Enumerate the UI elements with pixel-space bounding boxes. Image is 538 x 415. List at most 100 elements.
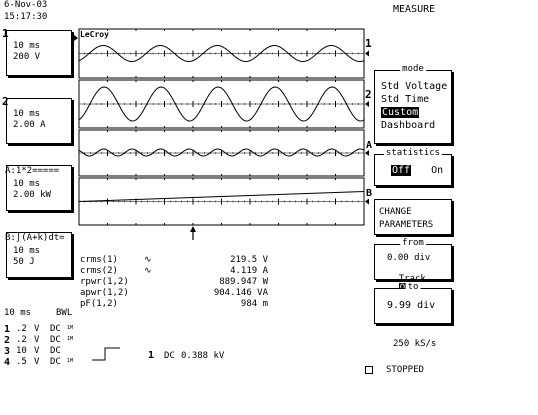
- trace-level-arrow: [365, 101, 369, 107]
- ch-volts: .5: [16, 357, 27, 367]
- measurement-label: pF(1,2): [80, 299, 118, 309]
- trigger-point-arrow: [190, 226, 196, 232]
- ch-number: 1: [4, 324, 11, 335]
- change-parameters-line-2: PARAMETERS: [379, 220, 434, 230]
- channel-2-marker: 2: [2, 95, 9, 108]
- channel-1-marker: 1: [2, 27, 9, 40]
- statistics-on-option[interactable]: On: [431, 165, 444, 176]
- statistics-panel-label: statistics: [383, 148, 443, 158]
- from-value: 0.00 div: [387, 253, 431, 263]
- ch-volts: .2: [16, 324, 27, 334]
- trace-level-arrow: [365, 50, 369, 57]
- trace-marker-b: B: [366, 188, 373, 199]
- statistics-off-option[interactable]: Off: [391, 165, 412, 176]
- measurement-value: 889.947 W: [219, 277, 268, 287]
- measurement-row: rpwr(1,2) 889.947 W: [80, 277, 268, 288]
- trigger-coupling: DC: [164, 351, 175, 361]
- math-a-timebase: 10 ms: [13, 179, 41, 189]
- mode-std-voltage[interactable]: Std Voltage: [381, 81, 448, 92]
- ch-unit: V: [34, 324, 40, 334]
- measurement-row: crms(1) ∿ 219.5 V: [80, 255, 268, 266]
- trigger-level: 0.388 kV: [181, 351, 225, 361]
- ch-number: 4: [4, 357, 11, 368]
- statistics-panel[interactable]: statistics Off On: [374, 149, 452, 186]
- ch-volts: .2: [16, 335, 27, 345]
- mode-panel[interactable]: mode Std Voltage Std Time Custom Dashboa…: [374, 65, 452, 144]
- channel-1-box[interactable]: 1 10 ms 200 V: [2, 28, 72, 76]
- date-readout: 6-Nov-03: [4, 0, 48, 10]
- measurement-label: apwr(1,2): [80, 288, 129, 298]
- math-a-box[interactable]: A:1*2===== 10 ms 2.00 kW: [5, 165, 72, 211]
- mode-dashboard[interactable]: Dashboard: [381, 120, 436, 131]
- channel-1-scale: 200 V: [13, 52, 41, 62]
- from-panel[interactable]: from 0.00 div Track Off On: [374, 239, 452, 302]
- trace-marker-a: A: [366, 140, 373, 151]
- measurement-label: rpwr(1,2): [80, 277, 129, 287]
- measurement-row: crms(2) ∿ 4.119 A: [80, 266, 268, 277]
- brand-logo: LeCroy: [80, 30, 109, 39]
- trace-a-waveform: [78, 148, 365, 157]
- trace-marker-1: 1: [365, 37, 372, 50]
- math-b-timebase: 10 ms: [13, 246, 41, 256]
- trigger-edge-icon: [92, 347, 120, 361]
- change-parameters-line-1: CHANGE: [379, 207, 412, 217]
- mode-panel-label: mode: [400, 64, 426, 74]
- change-parameters-button[interactable]: CHANGE PARAMETERS: [374, 199, 452, 235]
- channel-2-timebase: 10 ms: [13, 109, 41, 119]
- ch-impedance: 1M: [67, 336, 74, 342]
- ch-coupling: DC: [50, 335, 61, 345]
- ch-impedance: 1M: [67, 358, 74, 364]
- channel-2-box[interactable]: 2 10 ms 2.00 A: [2, 96, 72, 144]
- trace-1-waveform: [78, 44, 365, 63]
- ch-unit: V: [34, 346, 40, 356]
- measurement-row: pF(1,2)984 m: [80, 299, 268, 310]
- measurement-value: 904.146 VA: [213, 288, 268, 298]
- mode-std-time[interactable]: Std Time: [381, 94, 430, 105]
- trace-level-arrow: [365, 198, 369, 205]
- trigger-channel: 1: [148, 350, 155, 361]
- measurement-label: crms(1): [80, 255, 118, 265]
- channel-1-timebase: 10 ms: [13, 41, 41, 51]
- stopped-indicator-icon: [365, 366, 373, 374]
- measurement-value: 4.119 A: [230, 266, 268, 276]
- trace-level-arrow: [365, 150, 369, 156]
- math-a-scale: 2.00 kW: [13, 190, 51, 200]
- ch-coupling: DC: [50, 324, 61, 334]
- ch-unit: V: [34, 335, 40, 345]
- trace-marker-2: 2: [365, 88, 372, 101]
- math-b-scale: 50 J: [13, 257, 35, 267]
- mode-custom[interactable]: Custom: [381, 107, 420, 118]
- math-b-box[interactable]: B:∫(A+k)dt= 10 ms 50 J: [5, 232, 72, 278]
- measurement-label: crms(2): [80, 266, 118, 276]
- timebase-readout: 10 ms: [4, 308, 32, 318]
- ch-number: 3: [4, 346, 11, 357]
- ch-unit: V: [34, 357, 40, 367]
- ch-coupling: DC: [50, 346, 61, 356]
- math-b-title: B:∫(A+k)dt=: [5, 233, 65, 243]
- measurement-row: apwr(1,2) 904.146 VA: [80, 288, 268, 299]
- measurement-value: 219.5 V: [230, 255, 268, 265]
- ch-coupling: DC: [50, 357, 61, 367]
- channel-2-scale: 2.00 A: [13, 120, 46, 130]
- sine-icon: ∿: [144, 255, 152, 265]
- track-label: Track: [398, 274, 426, 284]
- to-panel[interactable]: to 9.99 div: [374, 283, 452, 324]
- sample-rate: 250 kS/s: [393, 339, 437, 349]
- bwl-indicator: BWL: [56, 308, 73, 318]
- from-panel-label: from: [400, 238, 426, 248]
- to-value: 9.99 div: [387, 300, 436, 311]
- math-a-title: A:1*2=====: [5, 166, 60, 176]
- sine-icon: ∿: [144, 266, 152, 276]
- ch-number: 2: [4, 335, 11, 346]
- acquisition-status: STOPPED: [386, 365, 424, 375]
- trace-reference-arrow: [74, 35, 78, 41]
- trace-2-waveform: [78, 86, 365, 122]
- ch-volts: 10: [16, 346, 27, 356]
- ch-impedance: 1M: [67, 325, 74, 331]
- trace-b-waveform: [78, 191, 365, 202]
- time-readout: 15:17:30: [4, 12, 48, 22]
- to-panel-label: to: [405, 282, 421, 292]
- menu-title: MEASURE: [393, 4, 436, 15]
- measurement-table: crms(1) ∿ 219.5 V crms(2) ∿ 4.119 A rpwr(1,2…: [80, 255, 268, 310]
